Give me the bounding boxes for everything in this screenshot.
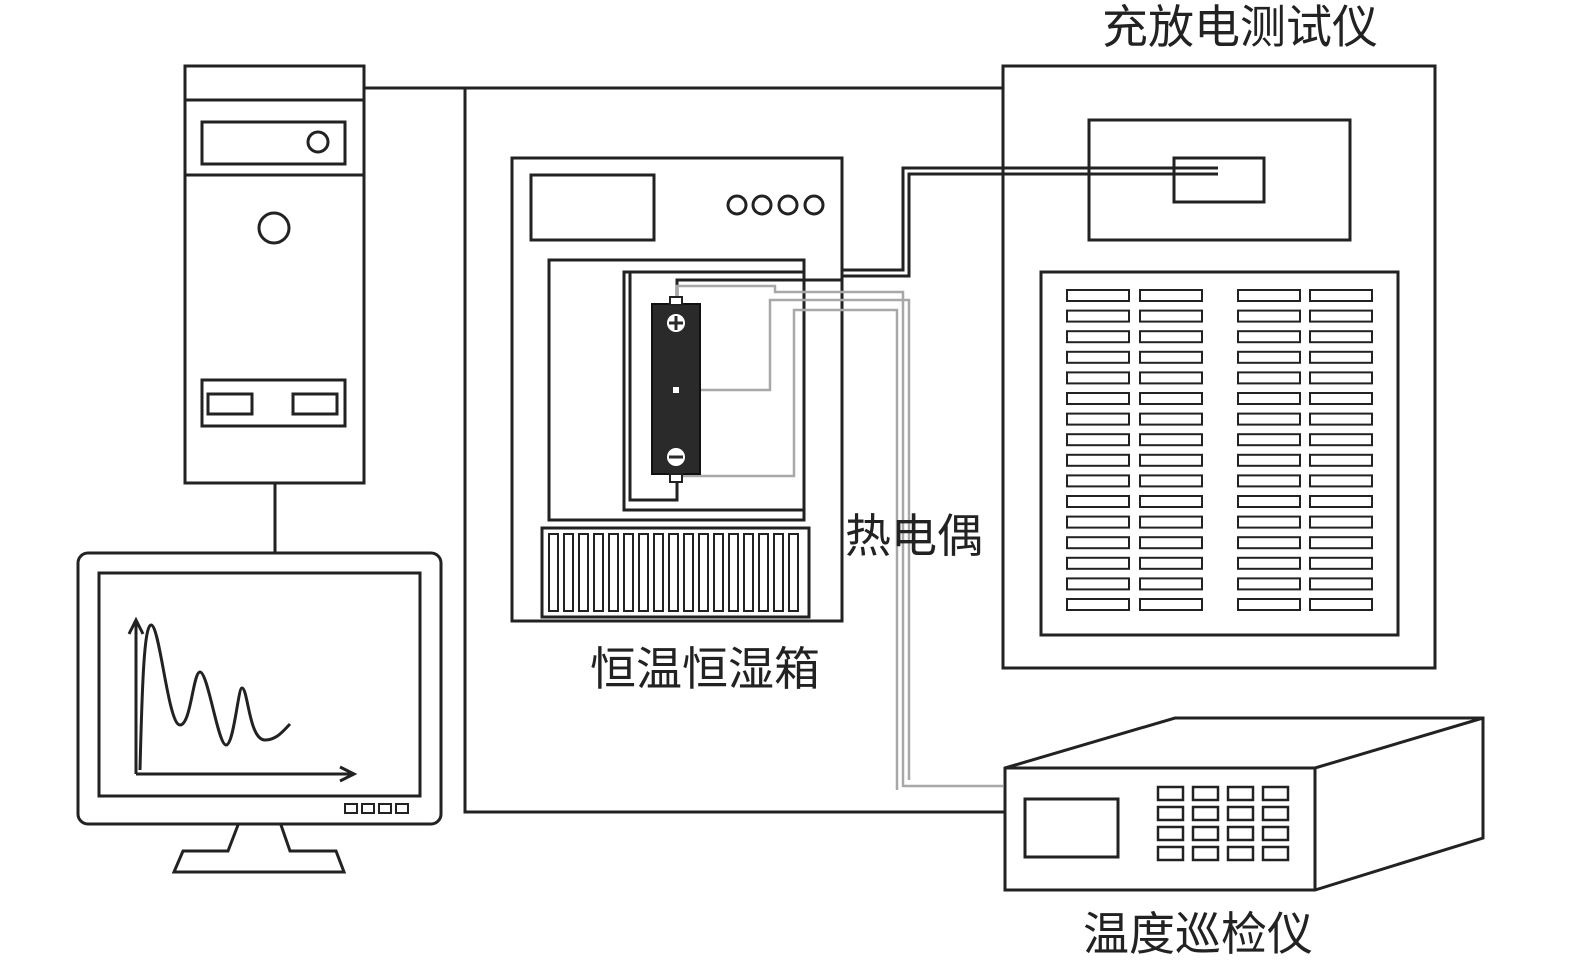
label-thermocouple: 热电偶 bbox=[845, 509, 983, 563]
cable-pc-to-logger bbox=[463, 88, 1005, 814]
label-climate-chamber: 恒温恒湿箱 bbox=[590, 642, 820, 696]
connection-cables bbox=[273, 86, 1005, 814]
thermocouple-wires bbox=[675, 284, 1003, 790]
monitor-icon bbox=[76, 551, 443, 874]
label-temp-logger: 温度巡检仪 bbox=[1083, 907, 1313, 961]
power-leads bbox=[628, 166, 1218, 502]
climate-chamber-icon bbox=[510, 156, 844, 623]
battery-cell-icon bbox=[651, 296, 701, 483]
label-charge-tester: 充放电测试仪 bbox=[1102, 0, 1378, 54]
computer-tower-icon bbox=[183, 64, 366, 485]
diagram-labels: 充放电测试仪 热电偶 恒温恒湿箱 温度巡检仪 bbox=[590, 0, 1378, 961]
charge-tester-icon bbox=[1001, 64, 1437, 670]
temperature-logger-icon bbox=[1003, 716, 1485, 892]
